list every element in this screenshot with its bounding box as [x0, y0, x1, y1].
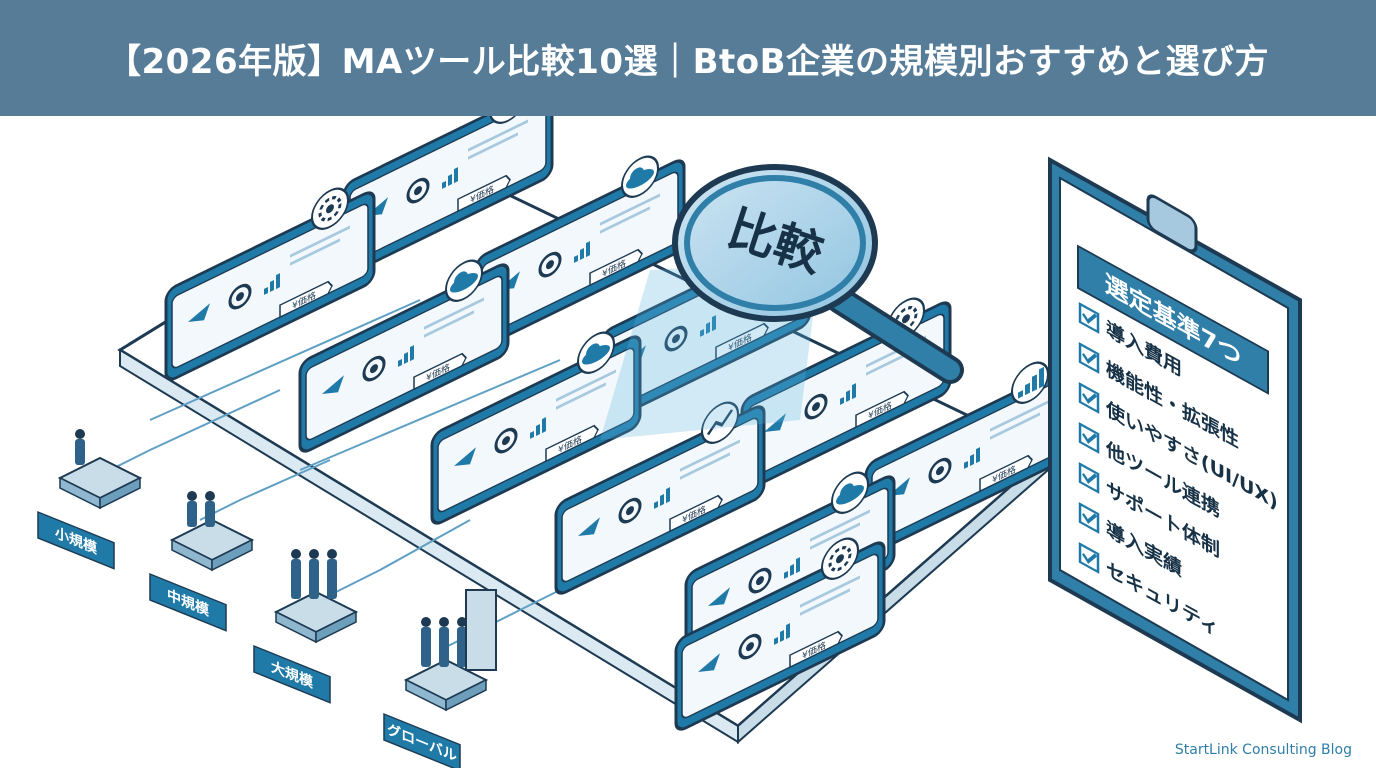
bar-chart-icon — [964, 447, 980, 469]
person-icon — [187, 491, 197, 527]
checkbox-checked-icon — [1078, 342, 1100, 374]
footer-brand: StartLink Consulting Blog — [1174, 742, 1352, 758]
title-banner: 【2026年版】MAツール比較10選｜BtoB企業の規模別おすすめと選び方 — [0, 0, 1376, 116]
company-size-tier: グローバル — [383, 589, 497, 768]
target-icon — [664, 325, 688, 352]
person-icon — [205, 491, 215, 527]
building-icon — [465, 589, 497, 671]
target-icon — [362, 355, 386, 382]
illustration: ¥価格¥価格¥価格¥価格¥価格¥価格¥価格¥価格¥価格¥価格¥価格 比較 小規模… — [37, 116, 1302, 768]
bar-chart-icon — [654, 487, 670, 509]
bar-chart-icon — [264, 273, 280, 295]
tool-card: ¥価格 — [164, 187, 376, 381]
cloud-icon — [582, 343, 610, 365]
checkbox-checked-icon — [1078, 382, 1100, 414]
criteria-clipboard: 選定基準7つ 導入費用機能性・拡張性使いやすさ(UI/UX)他ツール連携サポート… — [1048, 156, 1302, 724]
checkbox-checked-icon — [1078, 302, 1100, 334]
person-icon — [421, 617, 431, 653]
person-icon — [457, 617, 467, 653]
tool-card: ¥価格 — [554, 401, 766, 595]
target-icon — [494, 427, 518, 454]
magnifier: 比較 — [672, 164, 964, 384]
cloud-icon — [836, 483, 864, 505]
bar-chart-icon — [774, 623, 790, 645]
person-icon — [439, 617, 449, 653]
company-size-tier: 中規模 — [149, 491, 255, 632]
bar-chart-icon — [574, 241, 590, 263]
tool-card: ¥価格 — [430, 331, 642, 525]
company-size-tier: 大規模 — [253, 549, 359, 704]
bar-chart-icon — [442, 167, 458, 189]
person-icon — [291, 549, 301, 585]
page-title: 【2026年版】MAツール比較10選｜BtoB企業の規模別おすすめと選び方 — [106, 41, 1270, 82]
tool-card: ¥価格 — [474, 155, 686, 349]
cloud-icon — [450, 271, 478, 293]
trend-chart-icon — [706, 409, 734, 436]
person-icon — [309, 549, 319, 585]
bar-chart-icon — [1018, 366, 1044, 399]
checkbox-checked-icon — [1078, 502, 1100, 534]
target-icon — [228, 283, 252, 310]
company-size-tier: 小規模 — [37, 429, 143, 570]
tool-card: ¥価格 — [298, 259, 510, 453]
checkbox-checked-icon — [1078, 422, 1100, 454]
bar-chart-icon — [398, 345, 414, 367]
person-icon — [327, 549, 337, 585]
target-icon — [738, 633, 762, 660]
tool-card: ¥価格 — [342, 116, 554, 275]
bar-chart-icon — [530, 417, 546, 439]
target-icon — [928, 457, 952, 484]
target-icon — [804, 393, 828, 420]
gear-icon — [318, 195, 342, 222]
bar-chart-icon — [784, 557, 800, 579]
tool-card: ¥価格 — [674, 537, 886, 731]
bar-chart-icon — [700, 315, 716, 337]
checkbox-checked-icon — [1078, 462, 1100, 494]
bar-chart-icon — [840, 383, 856, 405]
person-icon — [75, 429, 85, 465]
target-icon — [406, 177, 430, 204]
checkbox-checked-icon — [1078, 542, 1100, 574]
tool-card: ¥価格 — [864, 361, 1076, 555]
target-icon — [538, 251, 562, 278]
cloud-icon — [626, 167, 654, 189]
target-icon — [748, 567, 772, 594]
target-icon — [618, 497, 642, 524]
